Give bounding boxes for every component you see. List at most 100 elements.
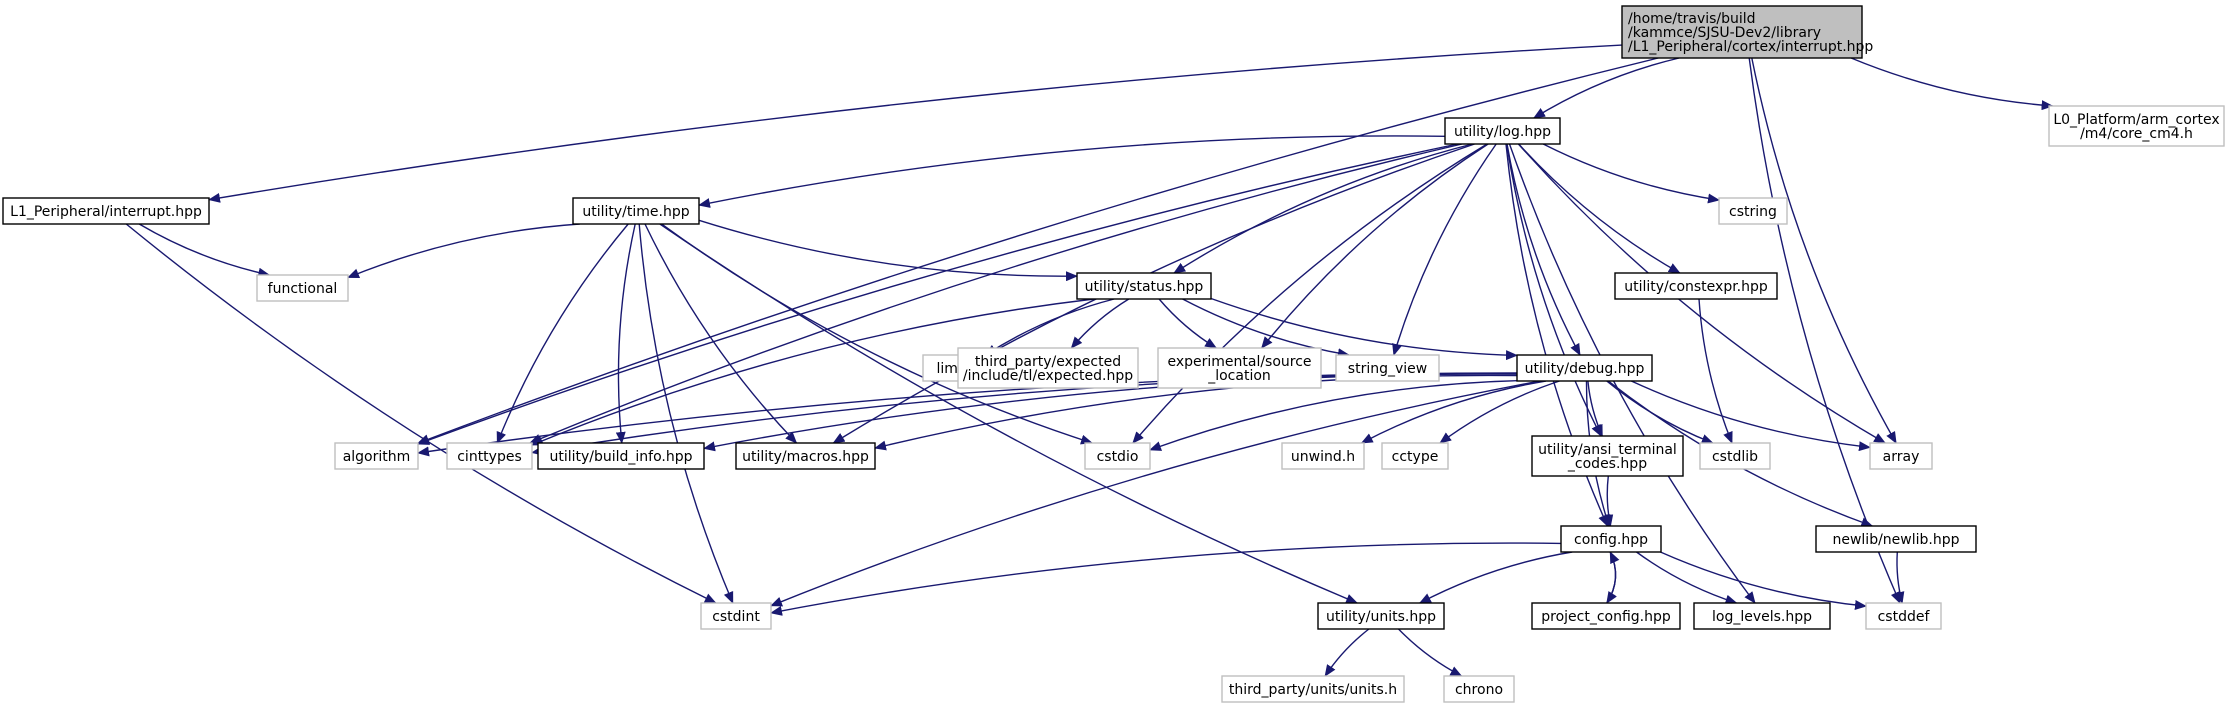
- node-box: [1621, 5, 1863, 59]
- node-chrono: chrono: [1443, 675, 1515, 703]
- edge-constexpr-to-cstdlib: [1698, 298, 1733, 444]
- node-cinttypes: cinttypes: [446, 442, 533, 470]
- node-functional: functional: [256, 274, 349, 302]
- node-l1-interrupt[interactable]: L1_Peripheral/interrupt.hpp: [2, 197, 210, 225]
- node-label-line: /m4/core_cm4.h: [2080, 126, 2193, 142]
- edge-log-to-debug: [1506, 143, 1581, 356]
- node-label-line: algorithm: [343, 449, 411, 465]
- node-box: [256, 274, 349, 302]
- edge-status-to-expected: [1070, 298, 1130, 349]
- node-config[interactable]: config.hpp: [1560, 525, 1662, 553]
- node-algorithm: algorithm: [334, 442, 419, 470]
- node-label-line: _codes.hpp: [1567, 456, 1647, 472]
- node-box: [1444, 117, 1561, 145]
- node-ansi[interactable]: utility/ansi_terminal_codes.hpp: [1531, 435, 1684, 477]
- edge-time-to-cinttypes: [496, 223, 629, 444]
- node-box: [1443, 675, 1515, 703]
- node-box: [1869, 442, 1933, 470]
- edge-log-to-ansi: [1506, 143, 1602, 437]
- node-box: [1157, 347, 1322, 389]
- edge-debug-to-unwind: [1360, 380, 1547, 444]
- node-label-line: third_party/expected: [975, 354, 1121, 370]
- node-core-cm4: L0_Platform/arm_cortex/m4/core_cm4.h: [2048, 105, 2225, 147]
- edge-status-to-string-view: [1182, 298, 1350, 359]
- node-box: [1381, 442, 1449, 470]
- edge-debug-to-cstdlib: [1606, 380, 1714, 444]
- node-label-line: chrono: [1455, 682, 1503, 698]
- node-log[interactable]: utility/log.hpp: [1444, 117, 1561, 145]
- node-box: [735, 442, 876, 470]
- edge-l1-interrupt-to-functional: [138, 223, 271, 278]
- edge-debug-to-ansi: [1587, 380, 1603, 437]
- edge-log-to-cstdio: [1132, 143, 1488, 444]
- edge-log-to-algorithm: [417, 143, 1458, 445]
- edge-root-to-l1-interrupt: [208, 44, 1623, 203]
- node-box: [1699, 442, 1771, 470]
- node-constexpr[interactable]: utility/constexpr.hpp: [1614, 272, 1778, 300]
- node-label-line: project_config.hpp: [1541, 609, 1671, 625]
- node-label-line: utility/log.hpp: [1454, 124, 1551, 140]
- edge-config-to-cstddef: [1660, 551, 1867, 610]
- node-newlib[interactable]: newlib/newlib.hpp: [1815, 525, 1977, 553]
- edge-root-to-cstddef: [1748, 57, 1901, 604]
- node-label-line: unwind.h: [1291, 449, 1355, 465]
- node-label-line: L1_Peripheral/interrupt.hpp: [10, 204, 202, 220]
- edge-newlib-to-cstddef: [1894, 551, 1905, 604]
- node-log-levels[interactable]: log_levels.hpp: [1693, 602, 1831, 630]
- node-box: [1084, 442, 1151, 470]
- node-array: array: [1869, 442, 1933, 470]
- edge-root-to-log: [1533, 57, 1680, 119]
- node-box: [1865, 602, 1942, 630]
- node-cstdio: cstdio: [1084, 442, 1151, 470]
- edge-log-to-string-view: [1392, 143, 1497, 356]
- node-build-info[interactable]: utility/build_info.hpp: [537, 442, 705, 470]
- node-box: [1335, 354, 1440, 382]
- node-label-line: utility/ansi_terminal: [1538, 442, 1677, 458]
- node-label-line: utility/build_info.hpp: [549, 449, 692, 465]
- node-cctype: cctype: [1381, 442, 1449, 470]
- edge-status-to-source-location: [1158, 298, 1218, 349]
- node-debug[interactable]: utility/debug.hpp: [1516, 354, 1653, 382]
- edge-units-to-chrono: [1397, 628, 1463, 677]
- edge-l1-interrupt-to-cstdint: [125, 223, 717, 604]
- edge-layer: [125, 44, 2054, 677]
- node-label-line: experimental/source: [1167, 354, 1311, 370]
- edge-log-to-source-location: [1261, 143, 1489, 349]
- node-time[interactable]: utility/time.hpp: [572, 197, 700, 225]
- node-box: [1693, 602, 1831, 630]
- edge-log-to-time: [698, 135, 1446, 208]
- edge-log-to-cstring: [1542, 143, 1720, 204]
- edge-config-to-log-levels: [1636, 551, 1738, 605]
- node-label-line: log_levels.hpp: [1712, 609, 1812, 625]
- edge-debug-to-array: [1631, 380, 1871, 452]
- edge-time-to-status: [698, 219, 1078, 282]
- edge-log-to-cinttypes: [529, 143, 1463, 444]
- node-label-line: utility/units.hpp: [1326, 609, 1436, 625]
- edge-status-to-debug: [1210, 297, 1518, 361]
- node-box: [2, 197, 210, 225]
- node-box: [334, 442, 419, 470]
- node-status[interactable]: utility/status.hpp: [1076, 272, 1212, 300]
- node-project-config[interactable]: project_config.hpp: [1531, 602, 1681, 630]
- node-label-line: functional: [268, 281, 338, 297]
- node-label-line: L0_Platform/arm_cortex: [2053, 112, 2219, 128]
- edge-debug-to-cctype: [1439, 380, 1560, 444]
- edge-time-to-cstdint: [638, 223, 734, 604]
- node-macros[interactable]: utility/macros.hpp: [735, 442, 876, 470]
- edge-log-to-config: [1505, 143, 1609, 527]
- node-label-line: /L1_Peripheral/cortex/interrupt.hpp: [1628, 39, 1873, 55]
- node-label-line: utility/debug.hpp: [1525, 361, 1645, 377]
- node-units[interactable]: utility/units.hpp: [1317, 602, 1445, 630]
- node-string-view: string_view: [1335, 354, 1440, 382]
- edge-root-to-algorithm: [417, 57, 1659, 444]
- edge-status-to-limits: [984, 298, 1115, 356]
- node-label-line: newlib/newlib.hpp: [1832, 532, 1959, 548]
- node-box: [1531, 435, 1684, 477]
- node-box: [1516, 354, 1653, 382]
- edge-log-to-constexpr: [1518, 143, 1681, 274]
- node-box: [1560, 525, 1662, 553]
- node-box: [1531, 602, 1681, 630]
- node-label-line: /home/travis/build: [1628, 11, 1756, 27]
- node-cstring: cstring: [1718, 197, 1788, 225]
